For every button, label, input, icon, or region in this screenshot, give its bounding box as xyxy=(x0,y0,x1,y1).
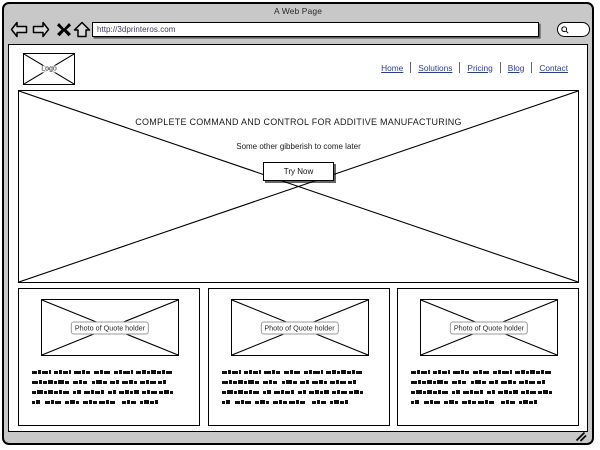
window-title: A Web Page xyxy=(273,6,323,16)
window-footer xyxy=(4,430,592,443)
browser-window: A Web Page http://3dprinteros.com xyxy=(2,2,594,445)
nav-link-pricing[interactable]: Pricing xyxy=(467,62,493,73)
quote-photo-label: Photo of Quote holder xyxy=(449,321,529,334)
quote-photo-placeholder[interactable]: Photo of Quote holder xyxy=(420,299,558,356)
nav-separator xyxy=(410,62,412,73)
back-button[interactable] xyxy=(10,21,28,38)
quote-photo-label: Photo of Quote holder xyxy=(260,321,339,334)
close-x-icon xyxy=(57,23,71,37)
greeked-text-icon xyxy=(32,370,173,404)
greeked-text-icon xyxy=(411,370,552,404)
quote-body-text xyxy=(220,369,380,411)
quote-photo-placeholder[interactable]: Photo of Quote holder xyxy=(41,299,179,356)
image-placeholder-icon xyxy=(19,91,578,282)
logo-label: Logo xyxy=(39,65,59,73)
logo[interactable]: Logo xyxy=(23,53,75,85)
search-input[interactable] xyxy=(557,22,590,37)
nav-link-blog[interactable]: Blog xyxy=(507,62,525,73)
page-viewport: Logo Home Solutions Pricing Blog Contact xyxy=(8,44,588,432)
try-now-button[interactable]: Try Now xyxy=(262,162,335,181)
window-title-bar: A Web Page xyxy=(4,4,592,18)
quote-card: Photo of Quote holder xyxy=(397,288,579,426)
hero-content: COMPLETE COMMAND AND CONTROL FOR ADDITIV… xyxy=(19,117,578,181)
greeked-text-icon xyxy=(221,370,363,404)
stop-button[interactable] xyxy=(55,21,73,38)
url-bar[interactable]: http://3dprinteros.com xyxy=(92,22,539,37)
quote-cards-row: Photo of Quote holder xyxy=(18,288,579,426)
nav-link-contact[interactable]: Contact xyxy=(539,62,568,73)
hero-subhead: Some other gibberish to come later xyxy=(236,142,361,151)
quote-photo-placeholder[interactable]: Photo of Quote holder xyxy=(230,299,369,356)
site-nav: Home Solutions Pricing Blog Contact xyxy=(374,62,575,73)
quote-card: Photo of Quote holder xyxy=(207,288,390,426)
nav-separator xyxy=(499,62,501,73)
quote-body-text xyxy=(409,369,569,411)
home-button[interactable] xyxy=(73,21,91,38)
nav-link-solutions[interactable]: Solutions xyxy=(418,62,453,73)
search-icon xyxy=(561,25,569,34)
quote-body-text xyxy=(30,369,190,411)
forward-button[interactable] xyxy=(32,21,50,38)
browser-toolbar: http://3dprinteros.com xyxy=(4,18,592,42)
quote-card: Photo of Quote holder xyxy=(18,288,200,426)
arrow-left-icon xyxy=(10,21,28,38)
quote-photo-label: Photo of Quote holder xyxy=(70,321,150,334)
hero-headline: COMPLETE COMMAND AND CONTROL FOR ADDITIV… xyxy=(135,117,462,127)
nav-separator xyxy=(531,62,533,73)
arrow-right-icon xyxy=(32,21,50,38)
home-icon xyxy=(73,21,91,38)
nav-link-home[interactable]: Home xyxy=(381,62,404,73)
url-text: http://3dprinteros.com xyxy=(97,25,176,34)
nav-separator xyxy=(459,62,461,73)
site-header: Logo Home Solutions Pricing Blog Contact xyxy=(9,45,587,87)
resize-grip-icon[interactable] xyxy=(575,432,587,442)
hero-banner: COMPLETE COMMAND AND CONTROL FOR ADDITIV… xyxy=(18,90,579,283)
